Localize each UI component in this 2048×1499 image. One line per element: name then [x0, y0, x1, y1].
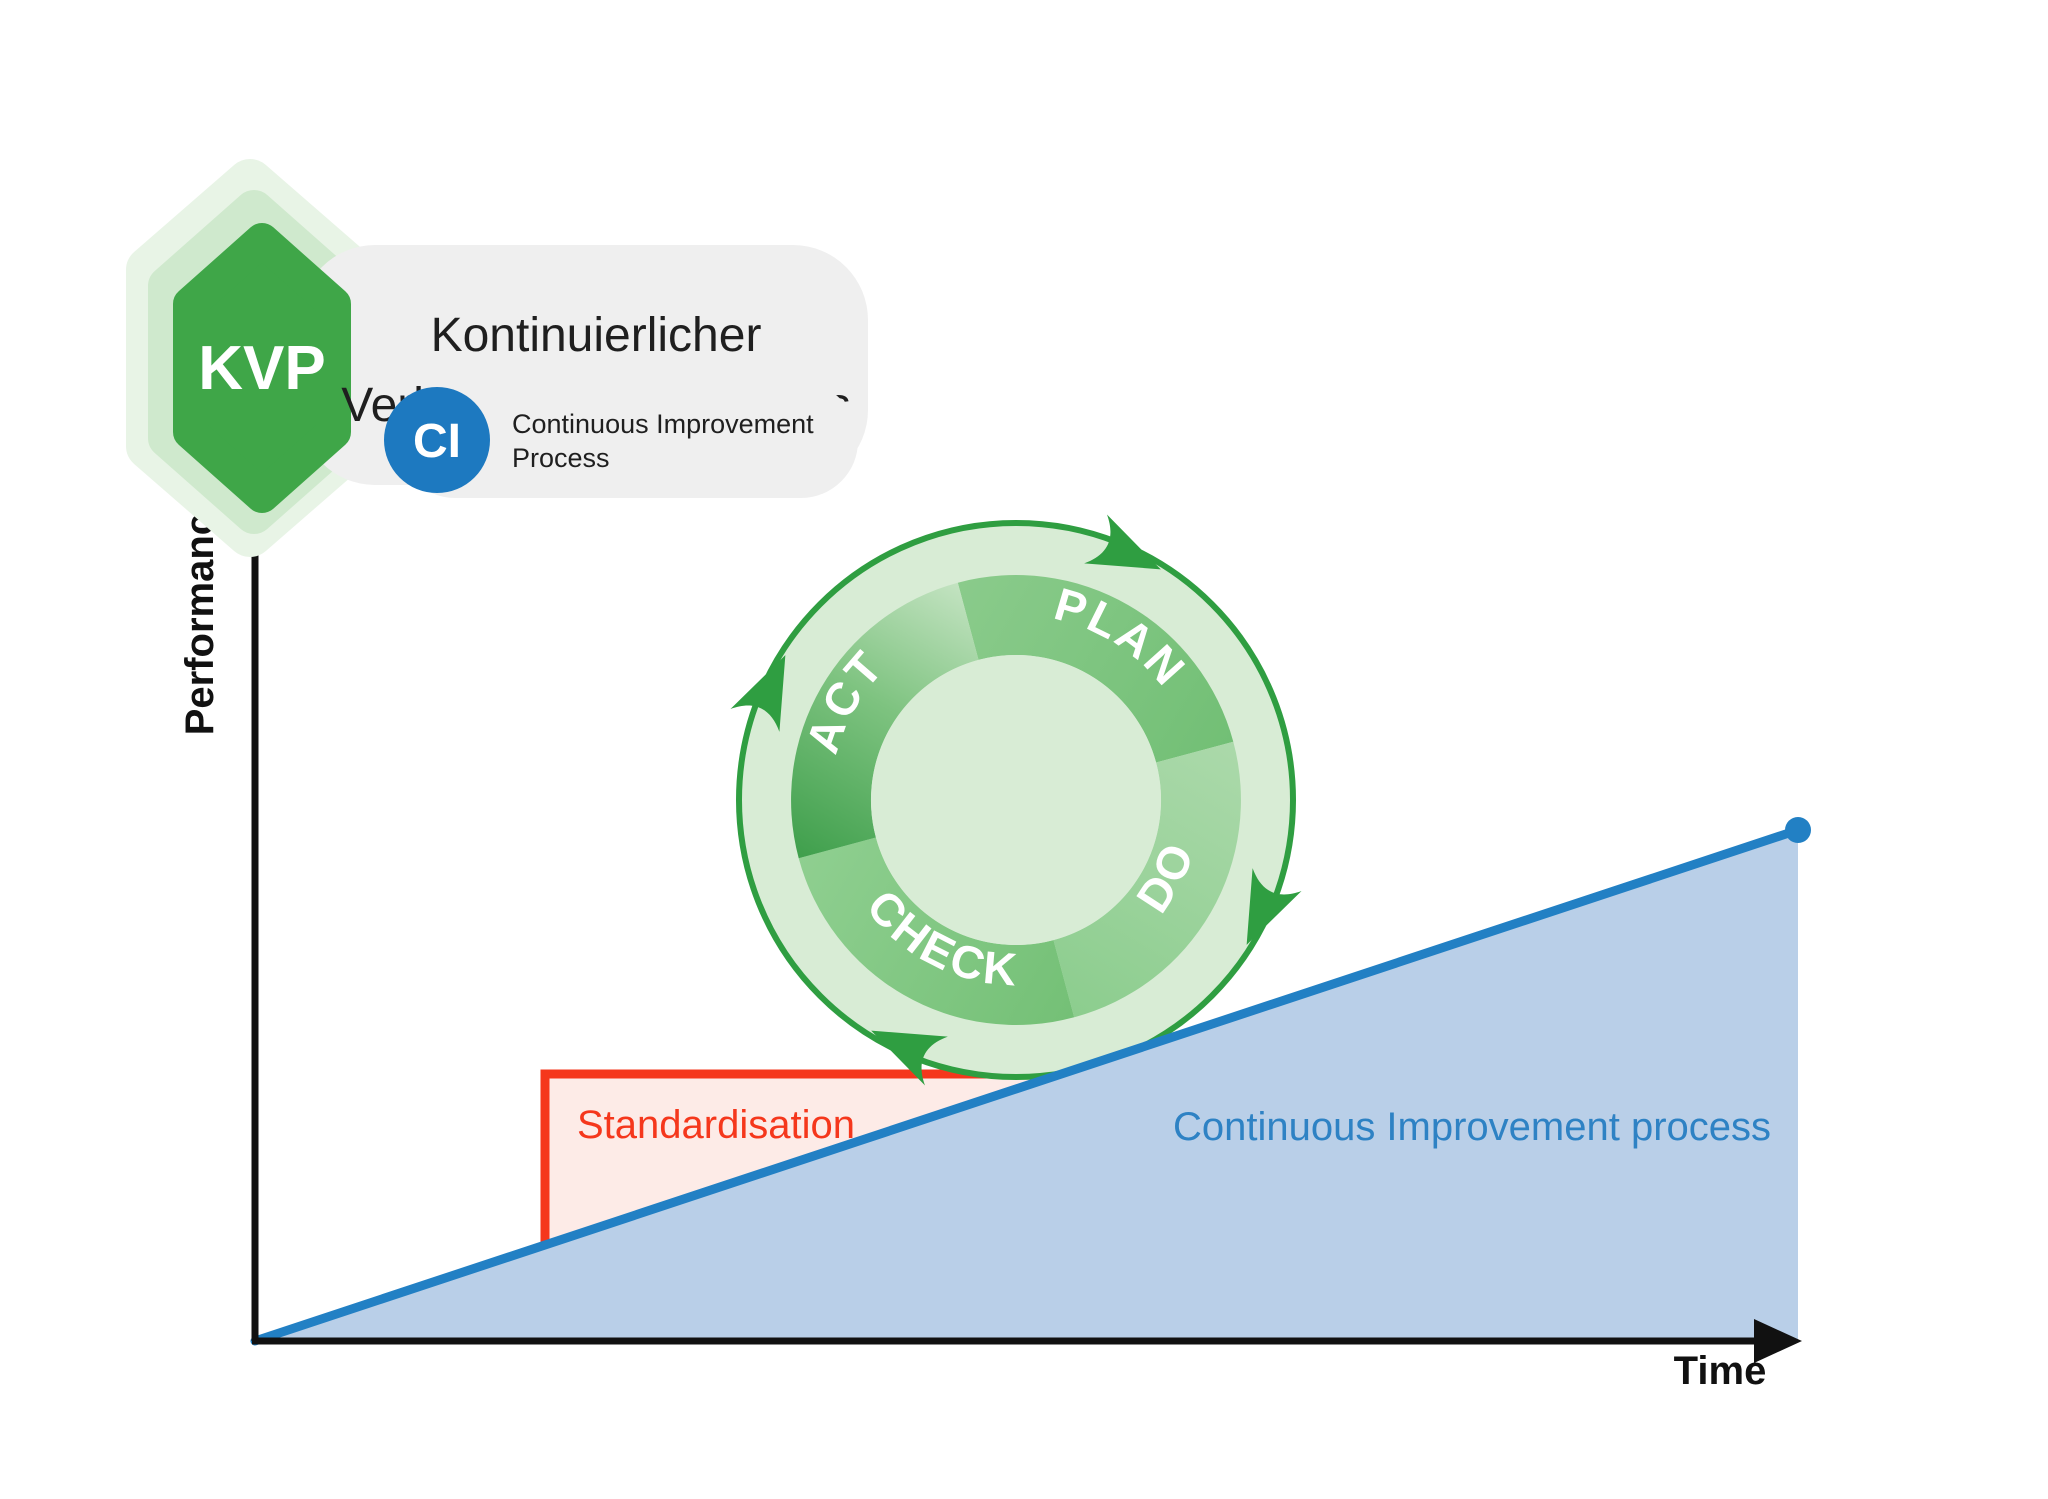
slope-line	[250, 825, 1803, 1346]
standardisation-outline	[540, 1069, 1060, 1249]
wheel-arrow-top-left-icon	[730, 655, 786, 732]
wheel-arrow-top-right-icon	[1084, 514, 1161, 570]
ci-badge: CI Continuous Improvement Process	[384, 383, 858, 498]
x-axis-label: Time	[1674, 1349, 1767, 1393]
ci-circle	[384, 387, 490, 493]
kvp-title-line1: Kontinuierlicher	[431, 309, 762, 362]
ci-title-line1: Continuous Improvement	[512, 409, 814, 439]
ci-title-pill	[398, 383, 858, 498]
wheel-arrow-right-icon	[1246, 868, 1302, 945]
segment-act	[791, 582, 979, 859]
ci-title-line2: Process	[512, 443, 610, 473]
slope-endpoint-dot	[1785, 817, 1811, 843]
kvp-abbr: KVP	[198, 334, 325, 403]
improvement-label: Continuous Improvement process	[1173, 1105, 1771, 1149]
wheel-inner-circle	[871, 655, 1161, 945]
segment-do	[1053, 741, 1241, 1018]
segment-check	[798, 837, 1075, 1025]
wheel-arrow-bottom-left-icon	[871, 1030, 948, 1086]
standardisation-label: Standardisation	[577, 1103, 855, 1147]
ci-abbr: CI	[413, 415, 461, 468]
segment-plan	[957, 575, 1234, 763]
pdca-wheel: PLAN ACT CHECK DO	[730, 514, 1302, 1086]
x-axis-arrow-icon	[1754, 1319, 1802, 1363]
kvp-hexagon	[173, 223, 351, 513]
improvement-ramp	[250, 817, 1811, 1346]
